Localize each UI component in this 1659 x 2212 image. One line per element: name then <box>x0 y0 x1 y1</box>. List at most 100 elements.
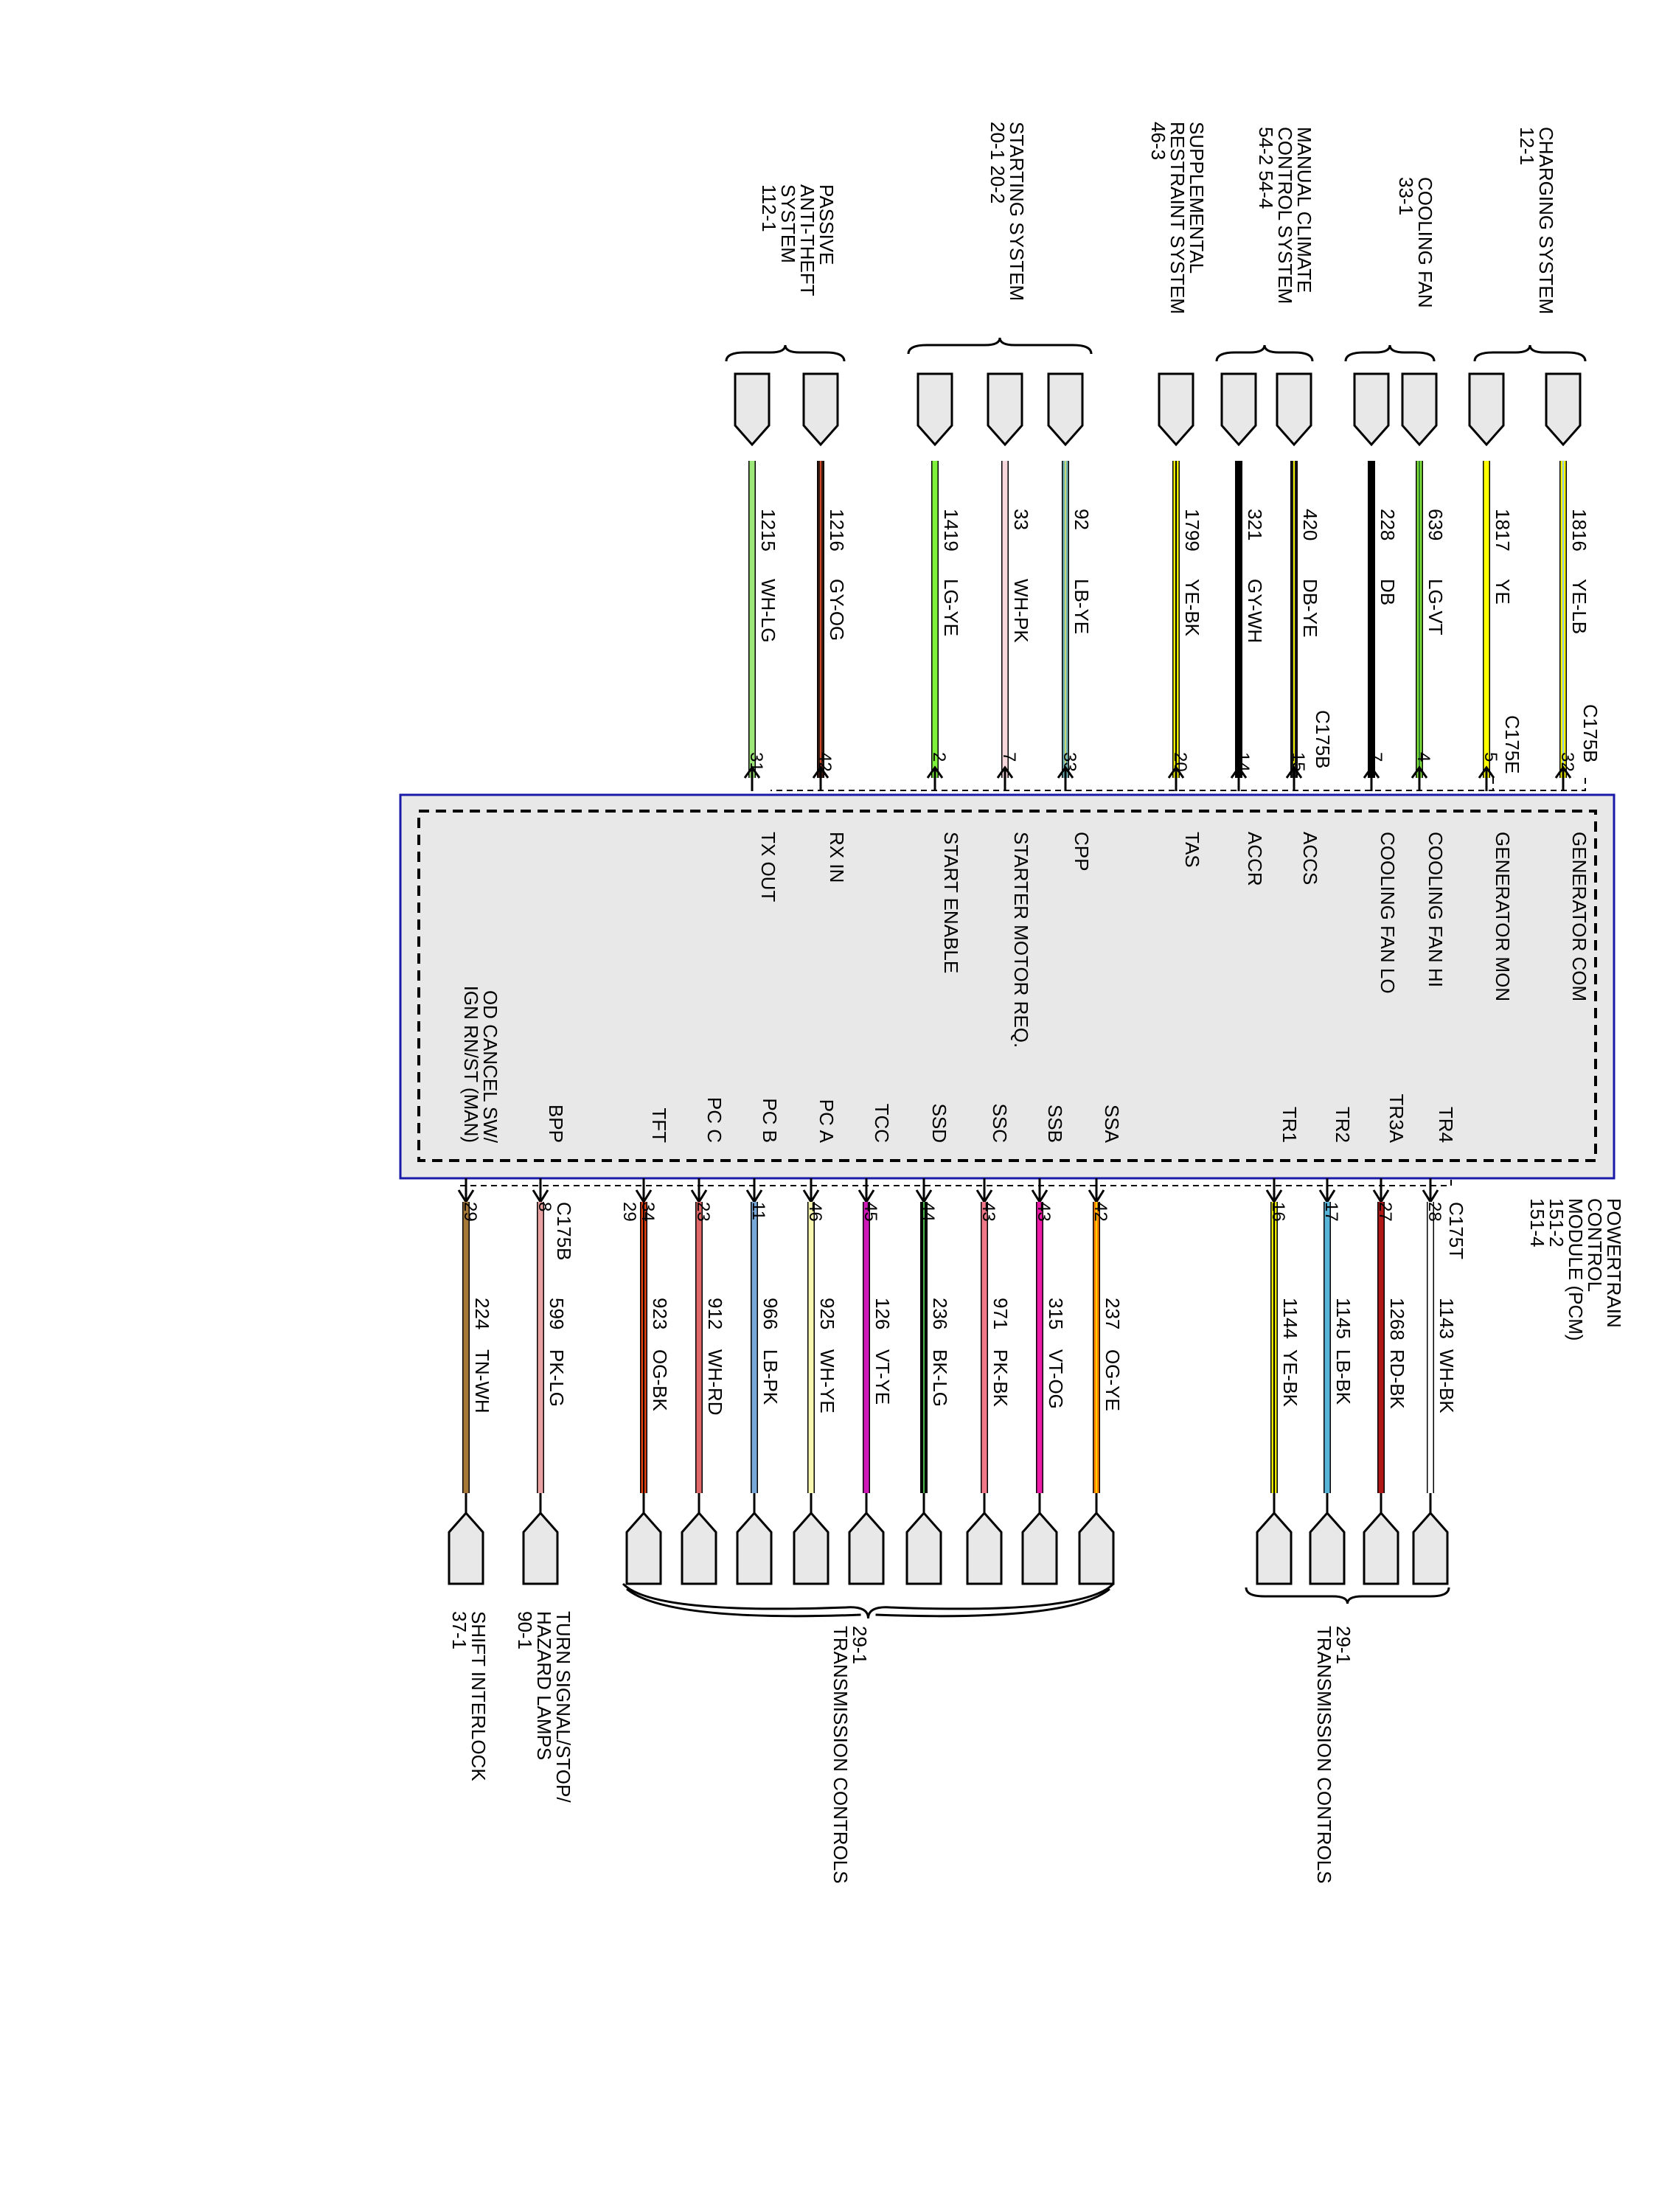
pin-number: 33 <box>1060 752 1079 772</box>
connector-shape <box>1021 1511 1058 1585</box>
top-system-label: 33-1 <box>1395 177 1417 215</box>
circuit-number: 1816 <box>1568 509 1590 552</box>
connector-label: C175B <box>1579 704 1601 763</box>
signal-name: PC A <box>815 1099 838 1144</box>
top-system-label: STARTING SYSTEM <box>1006 122 1028 301</box>
pin-number: 42 <box>1091 1202 1110 1222</box>
signal-name: COOLING FAN HI <box>1425 832 1447 987</box>
pin-number: 16 <box>1268 1202 1288 1222</box>
wire-color-code: BK-LG <box>929 1349 951 1407</box>
brace-charging <box>1473 344 1587 362</box>
pin-arrow <box>1285 765 1303 791</box>
signal-name: GENERATOR MON <box>1492 832 1514 1001</box>
circuit-number: 126 <box>872 1298 894 1329</box>
pin-number: 46 <box>805 1202 825 1222</box>
pin-number: 45 <box>860 1202 880 1222</box>
circuit-number: 237 <box>1102 1298 1124 1329</box>
wire-color-code: TN-WH <box>471 1349 493 1413</box>
top-system-label: SYSTEM <box>777 184 799 263</box>
signal-name: STARTER MOTOR REQ. <box>1010 832 1032 1048</box>
signal-name: TFT <box>648 1107 670 1143</box>
pin-number: 34 <box>638 1202 658 1222</box>
pin-number: 2 <box>929 752 949 762</box>
connector-shape <box>1276 372 1312 447</box>
connector-shape <box>1545 372 1582 447</box>
pin-number: 32 <box>1557 752 1577 772</box>
pin-arrow <box>1167 765 1185 791</box>
bottom-system-label: TRANSMISSION CONTROLS <box>830 1626 852 1884</box>
circuit-number: 1143 <box>1436 1298 1458 1339</box>
pcm-module-name: 151-2 <box>1545 1198 1568 1248</box>
pin-arrow <box>743 765 761 791</box>
pin-arrow <box>1363 765 1380 791</box>
pin-arrow <box>1318 1178 1336 1204</box>
pin-number: 44 <box>918 1202 938 1222</box>
connector-shape <box>1468 372 1505 447</box>
top-system-label: 112-1 <box>758 184 780 232</box>
pin-arrow <box>1554 765 1572 791</box>
brace-transmission-1 <box>1245 1587 1450 1604</box>
wire-color-code: WH-PK <box>1010 579 1032 643</box>
pin-arrow <box>926 765 944 791</box>
brace-transmission-2-inner <box>626 1587 1110 1618</box>
connector-shape <box>987 372 1023 447</box>
circuit-number: 966 <box>759 1298 782 1329</box>
pin-number-extra: 29 <box>619 1202 639 1222</box>
top-system-label: 12-1 <box>1516 127 1538 165</box>
circuit-number: 321 <box>1244 509 1266 540</box>
wire-color-code: WH-YE <box>816 1349 838 1413</box>
circuit-number: 1216 <box>826 509 848 552</box>
circuit-number: 315 <box>1045 1298 1067 1329</box>
circuit-number: 1144 <box>1279 1298 1301 1339</box>
pin-arrow <box>1411 765 1428 791</box>
signal-name: SSD <box>928 1104 950 1143</box>
connector-label: C175B <box>1312 710 1334 769</box>
wire-color-code: LB-PK <box>759 1349 782 1405</box>
signal-name: PC B <box>759 1098 781 1143</box>
bottom-system-label: HAZARD LAMPS <box>533 1611 555 1760</box>
connector-shape <box>1256 1511 1293 1585</box>
pin-arrow <box>1031 1178 1048 1204</box>
signal-name: GENERATOR COM <box>1568 832 1590 1001</box>
connector-label: C175B <box>553 1202 575 1261</box>
connector-shape <box>625 1511 662 1585</box>
signal-name: ACCR <box>1244 832 1266 886</box>
signal-name: TCC <box>871 1104 893 1143</box>
wire-color-code: LG-YE <box>940 579 962 636</box>
connector-shape <box>1309 1511 1346 1585</box>
circuit-number: 1215 <box>757 509 779 552</box>
brace-cooling-fan <box>1344 344 1436 362</box>
pin-arrow <box>1422 1178 1439 1204</box>
pin-arrow <box>1372 1178 1390 1204</box>
pin-number: 27 <box>1375 1202 1395 1222</box>
signal-name-od-cancel: IGN RN/ST (MAN) <box>460 986 482 1143</box>
brace-climate <box>1215 344 1314 362</box>
circuit-number: 639 <box>1425 509 1447 540</box>
wire-color-code: GY-OG <box>826 579 848 641</box>
pin-number: 8 <box>535 1202 554 1211</box>
top-system-label: PASSIVE <box>815 184 838 265</box>
signal-name: TR2 <box>1332 1107 1354 1143</box>
pin-arrow <box>975 1178 993 1204</box>
pcm-module-box <box>399 793 1615 1180</box>
top-system-label: SUPPLEMENTAL <box>1186 122 1208 274</box>
circuit-number: 923 <box>649 1298 671 1329</box>
circuit-number: 1419 <box>940 509 962 552</box>
connector-shape <box>681 1511 717 1585</box>
pin-number: 43 <box>978 1202 998 1222</box>
wire-color-code: YE <box>1492 579 1514 605</box>
pin-number: 31 <box>746 752 766 772</box>
